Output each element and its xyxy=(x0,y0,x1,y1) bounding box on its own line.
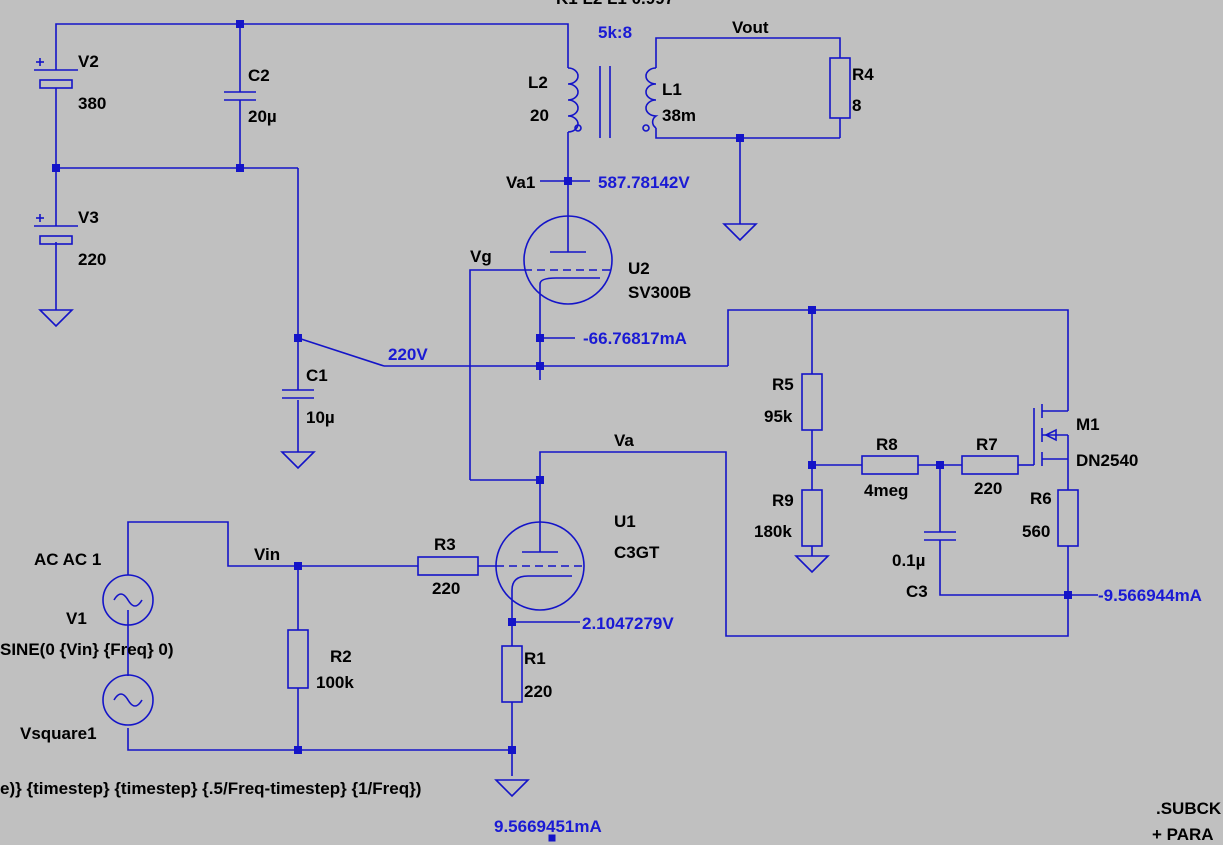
c2-name: C2 xyxy=(248,66,270,85)
u2-name: U2 xyxy=(628,259,650,278)
vout-net-label: Vout xyxy=(732,18,769,37)
m1-mosfet-symbol xyxy=(1033,400,1069,466)
r4-resistor-symbol xyxy=(829,57,851,119)
v3-name: V3 xyxy=(78,208,99,227)
vsquare1-pulse-spec: e)} {timestep} {timestep} {.5/Freq-times… xyxy=(0,779,421,798)
vsquare1-source-symbol xyxy=(102,674,154,726)
v1-sine-source-symbol xyxy=(102,574,154,626)
v2-battery-symbol xyxy=(34,58,78,98)
u1-cathode-voltage: 2.1047279V xyxy=(582,614,674,633)
top-cut-directive: K1 L2 L1 0.997 xyxy=(556,0,674,8)
l1-value: 38m xyxy=(662,106,696,125)
v1-ac-spec: AC AC 1 xyxy=(34,550,101,569)
u2-cathode-current: -66.76817mA xyxy=(583,329,687,348)
va1-voltage: 587.78142V xyxy=(598,173,690,192)
va-net-label: Va xyxy=(614,431,634,450)
v2-value: 380 xyxy=(78,94,106,113)
v3-value: 220 xyxy=(78,250,106,269)
transformer-ratio: 5k:8 xyxy=(598,23,632,42)
l2-name: L2 xyxy=(528,73,548,92)
r6-resistor-symbol xyxy=(1057,489,1079,547)
r7-resistor-symbol xyxy=(961,455,1019,475)
vsquare1-name: Vsquare1 xyxy=(20,724,97,743)
m1-value: DN2540 xyxy=(1076,451,1138,470)
r8-value: 4meg xyxy=(864,481,908,500)
m1-name: M1 xyxy=(1076,415,1100,434)
va1-net-label: Va1 xyxy=(506,173,535,192)
r4-value: 8 xyxy=(852,96,861,115)
r3-value: 220 xyxy=(432,579,460,598)
r5-name: R5 xyxy=(772,375,794,394)
v2-name: V2 xyxy=(78,52,99,71)
u2-triode-symbol xyxy=(523,215,613,305)
r9-name: R9 xyxy=(772,491,794,510)
r9-resistor-symbol xyxy=(801,489,823,547)
vin-net-label: Vin xyxy=(254,545,280,564)
u2-value: SV300B xyxy=(628,283,691,302)
c1-name: C1 xyxy=(306,366,328,385)
r6-value: 560 xyxy=(1022,522,1050,541)
r8-resistor-symbol xyxy=(861,455,919,475)
transformer-symbol xyxy=(567,66,659,138)
subckt-directive: .SUBCK xyxy=(1156,799,1222,818)
u1-name: U1 xyxy=(614,512,636,531)
r8-name: R8 xyxy=(876,435,898,454)
vg-net-label: Vg xyxy=(470,247,492,266)
v3-battery-symbol xyxy=(34,212,78,245)
r7-value: 220 xyxy=(974,479,1002,498)
r5-value: 95k xyxy=(764,407,793,426)
r6-current: -9.566944mA xyxy=(1098,586,1202,605)
v1-sine-spec: SINE(0 {Vin} {Freq} 0) xyxy=(0,640,174,659)
l1-name: L1 xyxy=(662,80,682,99)
v1-name: V1 xyxy=(66,609,87,628)
c1-node-voltage: 220V xyxy=(388,345,428,364)
c3-value: 0.1µ xyxy=(892,551,925,570)
c3-capacitor-symbol xyxy=(924,531,956,541)
ground-current: 9.5669451mA xyxy=(494,817,602,836)
junctions xyxy=(52,20,1072,842)
r2-resistor-symbol xyxy=(287,629,309,689)
c3-name: C3 xyxy=(906,582,928,601)
r3-name: R3 xyxy=(434,535,456,554)
r4-name: R4 xyxy=(852,65,874,84)
c1-value: 10µ xyxy=(306,408,335,427)
wires xyxy=(55,23,1098,776)
r1-value: 220 xyxy=(524,682,552,701)
r9-value: 180k xyxy=(754,522,792,541)
ground-symbols xyxy=(38,223,830,798)
params-directive: + PARA xyxy=(1152,825,1214,844)
r1-name: R1 xyxy=(524,649,546,668)
r5-resistor-symbol xyxy=(801,373,823,431)
c2-capacitor-symbol xyxy=(224,91,256,101)
u1-value: C3GT xyxy=(614,543,660,562)
c2-value: 20µ xyxy=(248,107,277,126)
l2-value: 20 xyxy=(530,106,549,125)
r7-name: R7 xyxy=(976,435,998,454)
r1-resistor-symbol xyxy=(501,645,523,703)
r3-resistor-symbol xyxy=(417,556,479,576)
r6-name: R6 xyxy=(1030,489,1052,508)
r2-value: 100k xyxy=(316,673,354,692)
u1-triode-symbol xyxy=(495,521,585,611)
r2-name: R2 xyxy=(330,647,352,666)
c1-capacitor-symbol xyxy=(282,389,314,399)
